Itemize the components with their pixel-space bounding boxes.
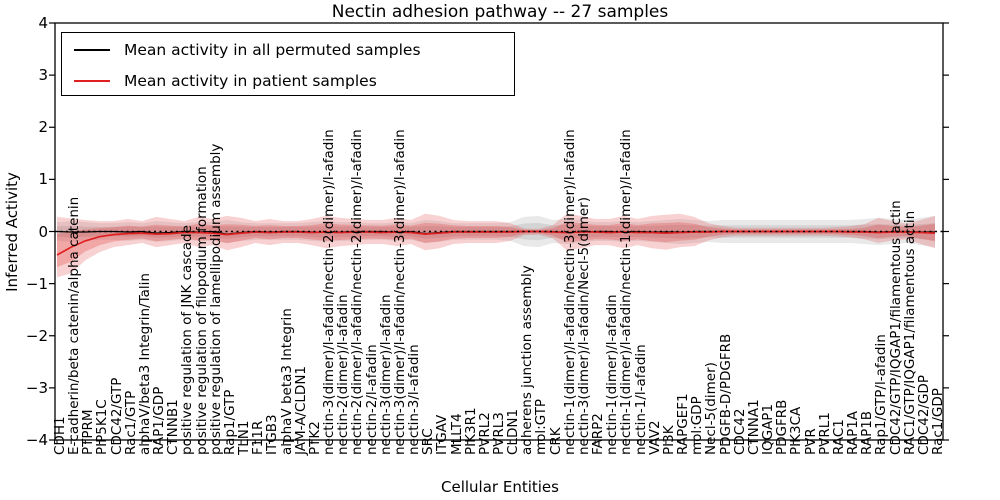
patient-band-outer xyxy=(57,213,935,278)
y-tick-label: 1 xyxy=(38,170,48,189)
y-tick-label: 0 xyxy=(38,222,48,241)
legend-line-red xyxy=(74,79,110,82)
x-category-label: ITGAV xyxy=(434,414,451,455)
x-category-label: PIK3CA xyxy=(788,406,805,455)
legend-entry-permuted: Mean activity in all permuted samples xyxy=(62,35,514,64)
y-tick-label: 3 xyxy=(38,66,48,85)
y-tick-label: 4 xyxy=(38,14,48,32)
y-tick-label: −3 xyxy=(25,378,48,397)
legend-label: Mean activity in all permuted samples xyxy=(124,40,421,59)
x-category-label: ITGB3 xyxy=(264,414,281,455)
y-tick-label: −2 xyxy=(25,326,48,345)
chart-title: Nectin adhesion pathway -- 27 samples xyxy=(331,2,669,22)
x-axis-label: Cellular Entities xyxy=(441,478,559,496)
legend-entry-patient: Mean activity in patient samples xyxy=(62,66,514,95)
x-category-label: Rap1/GTP/l-afadin xyxy=(873,334,890,455)
y-tick-label: 2 xyxy=(38,118,48,137)
legend-box: Mean activity in all permuted samples Me… xyxy=(61,32,515,96)
legend-line-black xyxy=(74,48,110,51)
x-category-label: Necl-5(dimer) xyxy=(703,362,720,455)
patient-band-inner xyxy=(57,222,935,268)
x-category-label: Rac1/GDP xyxy=(930,388,946,455)
y-tick-label: −4 xyxy=(25,431,48,449)
legend-label: Mean activity in patient samples xyxy=(124,71,377,90)
y-tick-label: −1 xyxy=(25,274,48,293)
x-category-label: nectin-2(dimer)/l-afadin/nectin-2(dimer)… xyxy=(349,129,366,455)
